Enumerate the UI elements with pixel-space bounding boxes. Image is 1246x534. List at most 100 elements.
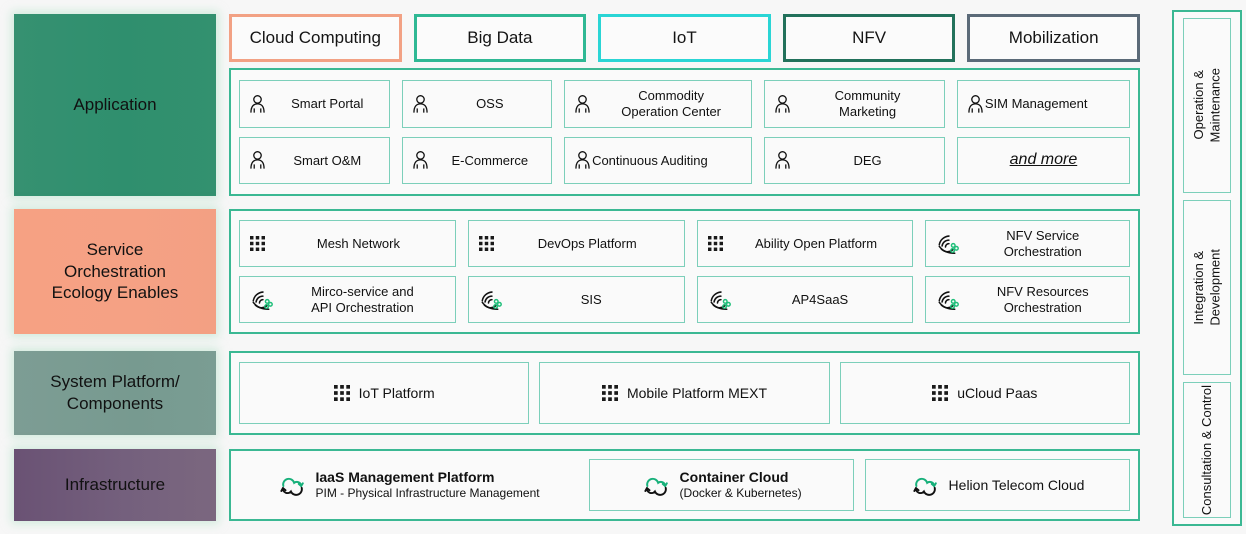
layer-label-application: Application <box>14 14 216 196</box>
infrastructure-item-subtitle: (Docker & Kubernetes) <box>679 486 802 501</box>
application-item-label: and more <box>1009 150 1078 168</box>
orchestration-item-label: Ability Open Platform <box>754 235 878 251</box>
grid-dots-icon <box>250 236 265 251</box>
orchestration-item[interactable]: SIS <box>467 276 685 323</box>
person-icon <box>250 94 265 114</box>
infrastructure-item-title: IaaS Management Platform <box>315 469 495 486</box>
orchestration-item-label: Mesh Network <box>316 235 400 251</box>
application-item-label: OSS <box>476 96 504 112</box>
application-item[interactable]: and more <box>956 136 1130 184</box>
orchestration-item[interactable]: NFV Resources Orchestration <box>925 276 1130 323</box>
layer-label-system: System Platform/ Components <box>14 351 216 435</box>
orchestration-item-label: NFV Resources Orchestration <box>996 284 1089 315</box>
orchestration-icon <box>252 290 273 310</box>
grid-dots-icon <box>478 236 494 251</box>
chip-big-data-label: Big Data <box>467 28 533 47</box>
layer-label-infrastructure-text: Infrastructure <box>64 475 166 495</box>
category-chip-row: Cloud Computing Big Data IoT NFV Mobilizatio… <box>229 14 1140 62</box>
orchestration-item[interactable]: NFV Service Orchestration <box>925 220 1130 267</box>
application-item[interactable]: Commodity Operation Center <box>564 80 753 128</box>
person-icon <box>412 94 428 114</box>
orchestration-item-label: DevOps Platform <box>537 235 637 251</box>
orchestration-item-label: NFV Service Orchestration <box>1003 228 1082 259</box>
rail-consultation-control-label: Consultation & Control <box>1198 384 1214 516</box>
orchestration-item-label: AP4SaaS <box>791 291 849 307</box>
side-rail: Operation & Maintenance Integration & De… <box>1172 10 1242 526</box>
system-platform-item-label: Mobile Platform MEXT <box>626 385 768 401</box>
application-item-label: Community Marketing <box>834 88 901 119</box>
chip-nfv[interactable]: NFV <box>782 14 956 62</box>
orchestration-panel: Mesh Network DevOps Platform Ability Open … <box>229 209 1140 334</box>
person-icon <box>575 151 590 170</box>
chip-mobilization[interactable]: Mobilization <box>967 14 1140 62</box>
person-icon <box>250 151 265 170</box>
application-item[interactable]: E-Commerce <box>401 136 553 184</box>
person-icon <box>775 94 790 114</box>
chip-big-data[interactable]: Big Data <box>413 14 587 62</box>
infrastructure-item-subtitle: PIM - Physical Infrastructure Management <box>315 486 540 501</box>
system-platform-item-label: IoT Platform <box>358 385 435 401</box>
application-item-label: DEG <box>853 152 882 168</box>
cloud-refresh-icon <box>643 477 668 496</box>
system-platform-item[interactable]: uCloud Paas <box>839 362 1130 424</box>
layer-label-infrastructure: Infrastructure <box>14 449 216 521</box>
infrastructure-item[interactable]: Container Cloud(Docker & Kubernetes) <box>589 459 855 511</box>
orchestration-item[interactable]: Ability Open Platform <box>696 220 914 267</box>
orchestration-item[interactable]: Mirco-service and API Orchestration <box>239 276 456 323</box>
infrastructure-item-title: Helion Telecom Cloud <box>948 476 1085 493</box>
system-platform-item[interactable]: Mobile Platform MEXT <box>539 362 830 424</box>
application-item-label: E-Commerce <box>451 152 529 168</box>
grid-dots-icon <box>932 385 949 401</box>
chip-mobilization-label: Mobilization <box>1008 28 1099 47</box>
grid-dots-icon <box>333 385 350 401</box>
orchestration-icon <box>481 290 502 310</box>
application-item-label: Continuous Auditing <box>592 152 708 168</box>
orchestration-item-label: Mirco-service and API Orchestration <box>311 284 414 315</box>
person-icon <box>968 94 983 114</box>
chip-nfv-label: NFV <box>852 28 887 47</box>
layer-label-orchestration-text: Service Orchestration Ecology Enables <box>51 239 179 303</box>
orchestration-item[interactable]: DevOps Platform <box>467 220 685 267</box>
layer-label-system-text: System Platform/ Components <box>50 372 180 413</box>
layer-label-orchestration: Service Orchestration Ecology Enables <box>14 209 216 334</box>
person-icon <box>412 151 428 170</box>
infrastructure-item[interactable]: Helion Telecom Cloud <box>865 459 1130 511</box>
orchestration-item[interactable]: Mesh Network <box>239 220 456 267</box>
application-item-label: Commodity Operation Center <box>621 88 722 119</box>
application-item[interactable]: Continuous Auditing <box>564 136 753 184</box>
system-platform-panel: IoT Platform Mobile Platform MEXT uCloud P… <box>229 351 1140 435</box>
application-item[interactable]: Smart Portal <box>239 80 390 128</box>
application-panel: Smart Portal OSS Commodity Operation Cente… <box>229 68 1140 196</box>
infrastructure-item-title: Container Cloud <box>679 469 789 486</box>
orchestration-icon <box>938 290 960 310</box>
cloud-refresh-icon <box>279 477 304 496</box>
rail-integration-development[interactable]: Integration & Development <box>1183 200 1231 375</box>
application-item-label: Smart Portal <box>291 96 364 112</box>
application-item-label: SIM Management <box>984 96 1088 112</box>
application-item[interactable]: DEG <box>764 136 945 184</box>
rail-operation-maintenance[interactable]: Operation & Maintenance <box>1183 18 1231 193</box>
grid-dots-icon <box>601 385 618 401</box>
rail-integration-development-label: Integration & Development <box>1190 249 1222 326</box>
chip-iot[interactable]: IoT <box>598 14 771 62</box>
rail-operation-maintenance-label: Operation & Maintenance <box>1190 68 1222 143</box>
orchestration-icon <box>938 234 960 254</box>
cloud-refresh-icon <box>912 477 937 496</box>
orchestration-item-label: SIS <box>580 291 602 307</box>
application-item[interactable]: OSS <box>401 80 553 128</box>
rail-consultation-control[interactable]: Consultation & Control <box>1183 382 1231 518</box>
application-item[interactable]: SIM Management <box>956 80 1130 128</box>
chip-cloud-computing[interactable]: Cloud Computing <box>229 14 402 62</box>
orchestration-icon <box>710 290 731 310</box>
person-icon <box>575 94 590 114</box>
application-item[interactable]: Smart O&M <box>239 136 390 184</box>
chip-cloud-computing-label: Cloud Computing <box>249 28 381 47</box>
chip-iot-label: IoT <box>672 28 697 47</box>
orchestration-item[interactable]: AP4SaaS <box>696 276 914 323</box>
system-platform-item-label: uCloud Paas <box>957 385 1038 401</box>
system-platform-item[interactable]: IoT Platform <box>239 362 530 424</box>
application-item[interactable]: Community Marketing <box>764 80 945 128</box>
